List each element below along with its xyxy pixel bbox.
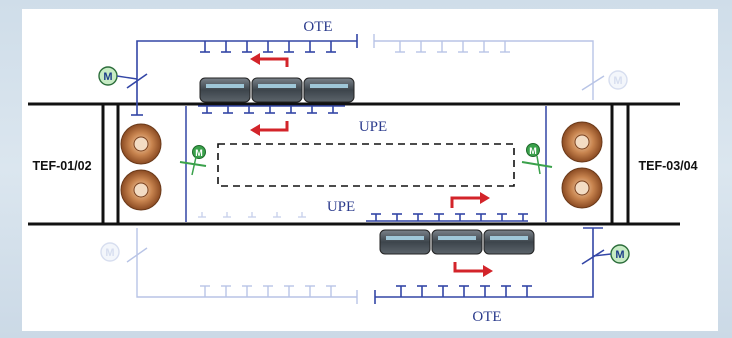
flow-arrow-icon bbox=[250, 53, 289, 67]
fan-icon bbox=[120, 169, 162, 211]
upe-vents-top bbox=[198, 105, 345, 114]
svg-text:M: M bbox=[529, 146, 537, 156]
svg-text:M: M bbox=[615, 249, 624, 261]
ote-duct-bottom-inactive bbox=[126, 228, 358, 304]
platform-area bbox=[217, 143, 515, 187]
train-icon-bottom bbox=[379, 229, 535, 255]
motor-icon: M bbox=[179, 145, 207, 176]
flow-arrow-icon bbox=[450, 192, 490, 208]
ote-bottom-label: OTE bbox=[472, 309, 501, 325]
ote-damper-left bbox=[126, 73, 148, 89]
upe-vents-bottom bbox=[366, 213, 528, 222]
ote-top-label: OTE bbox=[303, 19, 332, 35]
motor-icon: M bbox=[592, 244, 630, 264]
svg-text:M: M bbox=[105, 247, 114, 259]
fan-icon bbox=[561, 121, 603, 163]
motor-icon: M bbox=[100, 242, 120, 262]
train-icon-top bbox=[199, 77, 355, 103]
svg-text:M: M bbox=[613, 75, 622, 87]
motor-icon: M bbox=[521, 143, 553, 175]
ote-duct-top-inactive bbox=[373, 34, 605, 100]
flow-arrow-icon bbox=[250, 121, 289, 136]
ote-duct-bottom bbox=[374, 227, 605, 304]
plenum-partitions bbox=[185, 106, 547, 222]
fan-icon bbox=[561, 167, 603, 209]
tef-right-label: TEF-03/04 bbox=[638, 159, 697, 173]
upe-top-label: UPE bbox=[359, 119, 387, 135]
upe-vents-bottom-inactive bbox=[198, 212, 306, 218]
flow-arrow-icon bbox=[453, 262, 493, 277]
motor-icon: M bbox=[608, 70, 628, 90]
ote-vents-top bbox=[200, 41, 336, 53]
tef-left-label: TEF-01/02 bbox=[32, 159, 91, 173]
svg-text:M: M bbox=[103, 71, 112, 83]
upe-bottom-label: UPE bbox=[327, 199, 355, 215]
motor-icon: M bbox=[98, 66, 138, 86]
fan-icon bbox=[120, 123, 162, 165]
svg-text:M: M bbox=[195, 148, 203, 158]
